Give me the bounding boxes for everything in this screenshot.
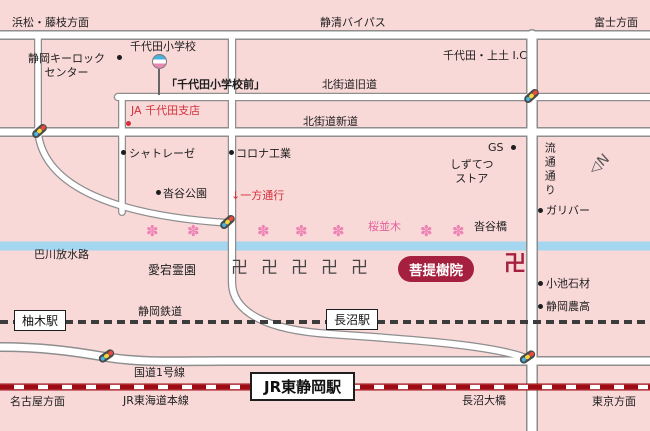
keylock-line2: センター (44, 66, 89, 80)
gulliver-dot-icon (538, 208, 543, 213)
temple-mark-icon: 卍 (231, 258, 248, 278)
naganuma-station-label: 長沼駅 (326, 309, 379, 330)
temple-mark-icon: 卍 (351, 258, 368, 278)
kutsunoya-park-label: 沓谷公園 (163, 187, 207, 200)
jr-tokaido-line-label: JR東海道本線 (123, 394, 189, 407)
temple-mark-icon: 卍 (291, 258, 308, 278)
chiyoda-ic-label: 千代田・上土 I.C (443, 49, 527, 62)
sakura-flower-icon: ✽ (295, 222, 308, 240)
koike-dot-icon (538, 281, 543, 286)
noko-dot-icon (538, 304, 543, 309)
direction-nagoya: 名古屋方面 (10, 395, 65, 408)
sakura-flower-icon: ✽ (146, 222, 159, 240)
corona-dot-icon (229, 150, 234, 155)
kyudo-road-label: 北街道旧道 (322, 78, 377, 91)
keylock-dot-icon (117, 55, 122, 60)
chatraise-label: シャトレーゼ (129, 147, 195, 160)
bodaijuin-temple-mark-icon: 卍 (504, 252, 527, 277)
sakura-namiki-label: 桜並木 (368, 220, 401, 233)
corona-kogyo-label: コロナ工業 (236, 147, 291, 160)
naganuma-bridge-label: 長沼大橋 (462, 394, 506, 407)
ja-chiyoda-dot-icon (126, 121, 131, 126)
shindo-road-label: 北街道新道 (303, 115, 358, 128)
kutsunoya-park-dot-icon (156, 190, 161, 195)
sakura-flower-icon: ✽ (257, 222, 270, 240)
chatraise-dot-icon (121, 150, 126, 155)
keylock-center-label: 静岡キーロック センター (28, 52, 105, 81)
gs-dot-icon (511, 145, 516, 150)
shizutetsu-store-line2: ストア (455, 172, 489, 186)
gs-label: GS (488, 141, 504, 154)
temple-mark-icon: 卍 (321, 258, 338, 278)
jr-higashi-shizuoka-station-label: JR東静岡駅 (250, 372, 356, 401)
sakura-flower-icon: ✽ (187, 222, 200, 240)
road-curve (35, 129, 233, 226)
koike-sekizai-label: 小池石材 (546, 277, 590, 290)
direction-seishin-bypass: 静清バイパス (320, 16, 386, 29)
shizuoka-noko-label: 静岡農高 (546, 300, 590, 313)
road-main-vertical (229, 32, 534, 363)
bus-stop-label: 「千代田小学校前」 (166, 78, 265, 91)
chiyoda-school-label: 千代田小学校 (130, 40, 196, 53)
bodaijuin-label: 菩提樹院 (398, 256, 474, 282)
direction-tokyo: 東京方面 (592, 395, 636, 408)
bus-stop-sign-icon (152, 54, 167, 69)
sakura-flower-icon: ✽ (420, 222, 433, 240)
atago-cemetery-label: 愛宕霊園 (148, 263, 197, 277)
gulliver-label: ガリバー (546, 204, 590, 217)
direction-fuji: 富士方面 (594, 16, 638, 29)
sakura-flower-icon: ✽ (332, 222, 345, 240)
yunoki-station-label: 柚木駅 (14, 310, 67, 331)
shizutetsu-store-line1: しずてつ (450, 158, 494, 171)
ryutsu-dori-label: 流通通り (543, 142, 557, 198)
sakura-flower-icon: ✽ (452, 222, 465, 240)
ja-chiyoda-label: JA 千代田支店 (131, 104, 201, 117)
route1-label: 国道1号線 (134, 366, 185, 379)
bus-stop-flag-icon (152, 54, 167, 95)
keylock-line1: 静岡キーロック (28, 52, 105, 65)
shizutetsu-store-label: しずてつ ストア (450, 158, 494, 187)
temple-mark-icon: 卍 (261, 258, 278, 278)
kutsunoya-bridge-label: 沓谷橋 (474, 220, 507, 233)
tomoe-river-label: 巴川放水路 (34, 248, 89, 261)
shizutetsu-line-label: 静岡鉄道 (138, 305, 182, 318)
one-way-label: ↓一方通行 (231, 189, 285, 202)
direction-hamamatsu-fujieda: 浜松・藤枝方面 (12, 16, 89, 29)
bus-stop-pole-icon (158, 69, 160, 95)
